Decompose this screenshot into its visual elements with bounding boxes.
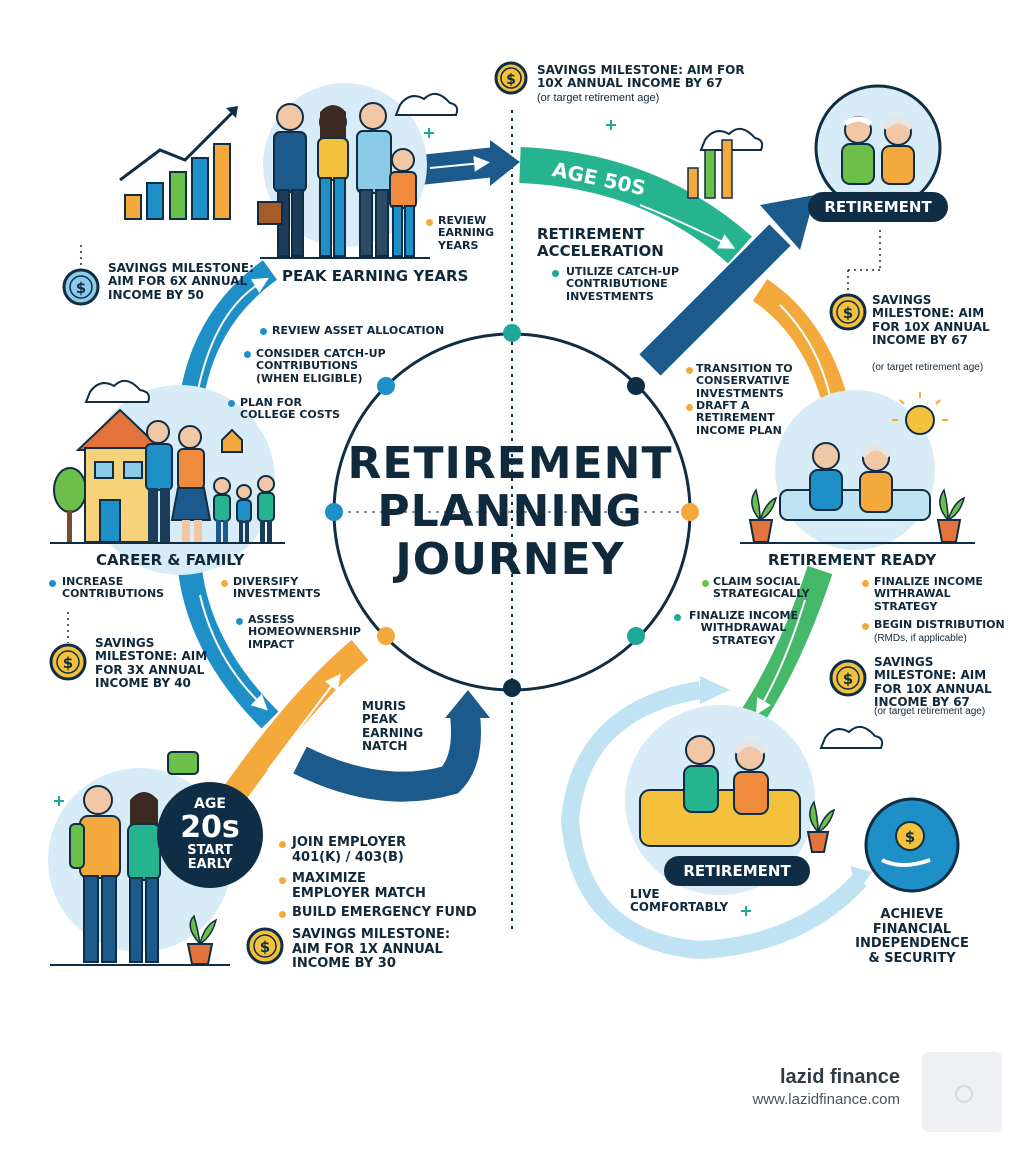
- peak-bullet-2: CONSIDER CATCH-UP CONTRIBUTIONS (WHEN EL…: [256, 347, 386, 385]
- page-title: RETIREMENT PLANNING JOURNEY: [340, 440, 680, 584]
- coin-icon-10x-right: $: [829, 293, 867, 331]
- node-bottom: [503, 679, 521, 697]
- age20-bullet-3: BUILD EMERGENCY FUND: [292, 905, 477, 920]
- age-20s-badge: AGE 20s START EARLY: [157, 782, 263, 888]
- retirement-acceleration-label: RETIREMENT ACCELERATION: [537, 225, 664, 260]
- milestone-3x: SAVINGS MILESTONE: AIM FOR 3X ANNUAL INC…: [95, 636, 208, 691]
- coin-icon-top: $: [494, 61, 528, 95]
- bars-icon-50s: [687, 127, 764, 199]
- brand-logo-icon: [955, 1085, 973, 1103]
- milestone-10x-ready-sub: (or target retirement age): [874, 706, 986, 717]
- title-line-3: JOURNEY: [395, 534, 625, 585]
- coin-icon-1x: $: [246, 927, 284, 965]
- svg-text:$: $: [63, 654, 73, 672]
- svg-text:$: $: [76, 279, 86, 297]
- node-right: [681, 503, 699, 521]
- title-line-1: RETIREMENT: [347, 438, 673, 489]
- career-bullet-left-1: INCREASE CONTRIBUTIONS: [62, 575, 165, 601]
- transition-bullet-1: TRANSITION TO CONSERVATIVE INVESTMENTS: [696, 362, 793, 400]
- peak-bullet-1: REVIEW ASSET ALLOCATION: [272, 324, 445, 337]
- coin-icon-6x: $: [62, 268, 100, 306]
- svg-text:$: $: [843, 304, 853, 322]
- age-20s-age: AGE: [194, 796, 226, 812]
- svg-text:$: $: [905, 828, 915, 846]
- milestone-10x-top-sub: (or target retirement age): [537, 92, 660, 104]
- retirees-medallion: [814, 84, 942, 212]
- svg-text:$: $: [506, 72, 516, 88]
- milestone-10x-top: SAVINGS MILESTONE: AIM FOR 10X ANNUAL IN…: [537, 63, 745, 91]
- age-20s-value: 20s: [180, 810, 240, 845]
- acceleration-bullet-1: UTILIZE CATCH-UP CONTRIBUTIONE INVESTMEN…: [566, 265, 680, 303]
- career-family-label: CAREER & FAMILY: [96, 551, 245, 569]
- milestone-1x: SAVINGS MILESTONE: AIM FOR 1X ANNUAL INC…: [292, 927, 451, 972]
- coin-icon-10x-ready: $: [829, 659, 867, 697]
- node-left: [325, 503, 343, 521]
- age-20s-sub2: EARLY: [187, 857, 233, 872]
- retirement-ready-label: RETIREMENT READY: [768, 551, 937, 569]
- ready-bullet-left-1: CLAIM SOCIAL STRATEGICALLY: [713, 575, 810, 601]
- svg-text:$: $: [260, 938, 270, 956]
- ready-bullet-left-2: FINALIZE INCOME WITHDRAWAL STRATEGY: [689, 609, 798, 647]
- brand-logo: [922, 1052, 1002, 1132]
- peak-bullet-3: PLAN FOR COLLEGE COSTS: [240, 396, 341, 422]
- retirement-top-pill: RETIREMENT: [808, 192, 948, 222]
- milestone-10x-right: SAVINGS MILESTONE: AIM FOR 10X ANNUAL IN…: [872, 293, 990, 348]
- arrow-20s-to-career: [219, 640, 369, 808]
- age20-bullet-1: JOIN EMPLOYER 401(K) / 403(B): [292, 835, 407, 865]
- review-earning-years: REVIEW EARNING YEARS: [438, 214, 495, 252]
- peak-earning-label: PEAK EARNING YEARS: [282, 267, 469, 285]
- career-family-illustration: [50, 379, 285, 575]
- financial-independence-icon: $: [864, 797, 960, 893]
- growth-chart-icon: [119, 106, 238, 220]
- ready-bullet-right-2-sub: (RMDs, if applicable): [874, 633, 967, 644]
- coin-icon-3x: $: [49, 643, 87, 681]
- brand-block: lazid finance www.lazidfinance.com: [752, 1066, 900, 1108]
- svg-text:$: $: [843, 670, 853, 688]
- arrow-to-retirement: [639, 224, 791, 376]
- transition-bullet-2: DRAFT A RETIREMENT INCOME PLAN: [696, 399, 782, 437]
- arrow-loop: [560, 681, 867, 960]
- node-bottom-right: [627, 627, 645, 645]
- live-comfortably: LIVE COMFORTABLY: [630, 887, 729, 915]
- title-line-2: PLANNING: [377, 486, 643, 537]
- age20-bullet-2: MAXIMIZE EMPLOYER MATCH: [292, 871, 426, 901]
- ready-bullet-right-1: FINALIZE INCOME WITHRAWAL STRATEGY: [874, 575, 983, 613]
- retirement-ready-illustration: [740, 390, 975, 550]
- achieve-label: ACHIEVE FINANCIAL INDEPENDENCE & SECURIT…: [855, 907, 969, 966]
- milestone-10x-right-sub: (or target retirement age): [872, 362, 984, 373]
- retirement-couch-illustration: [625, 705, 884, 895]
- arrow-center-bottom: [293, 713, 481, 802]
- milestone-10x-ready: SAVINGS MILESTONE: AIM FOR 10X ANNUAL IN…: [874, 655, 992, 710]
- brand-url[interactable]: www.lazidfinance.com: [752, 1091, 900, 1108]
- node-bottom-left: [377, 627, 395, 645]
- milestone-6x: SAVINGS MILESTONE: AIM FOR 6X ANNUAL INC…: [108, 261, 254, 302]
- brand-name: lazid finance: [779, 1066, 900, 1088]
- career-bullet-right-2: ASSESS HOMEOWNERSHIP IMPACT: [248, 613, 361, 651]
- ready-bullet-right-2: BEGIN DISTRIBUTION: [874, 618, 1005, 631]
- node-top: [503, 324, 521, 342]
- node-top-left: [377, 377, 395, 395]
- peak-earning-family-illustration: [257, 83, 459, 259]
- career-bullet-right-1: DIVERSIFY INVESTMENTS: [233, 575, 321, 601]
- node-top-right: [627, 377, 645, 395]
- center-arrow-label: MURIS PEAK EARNING NATCH: [362, 699, 424, 754]
- retirement-bottom-pill: RETIREMENT: [664, 856, 810, 886]
- age-20s-sub1: START: [187, 843, 233, 858]
- arrow-age-50s: [519, 147, 752, 264]
